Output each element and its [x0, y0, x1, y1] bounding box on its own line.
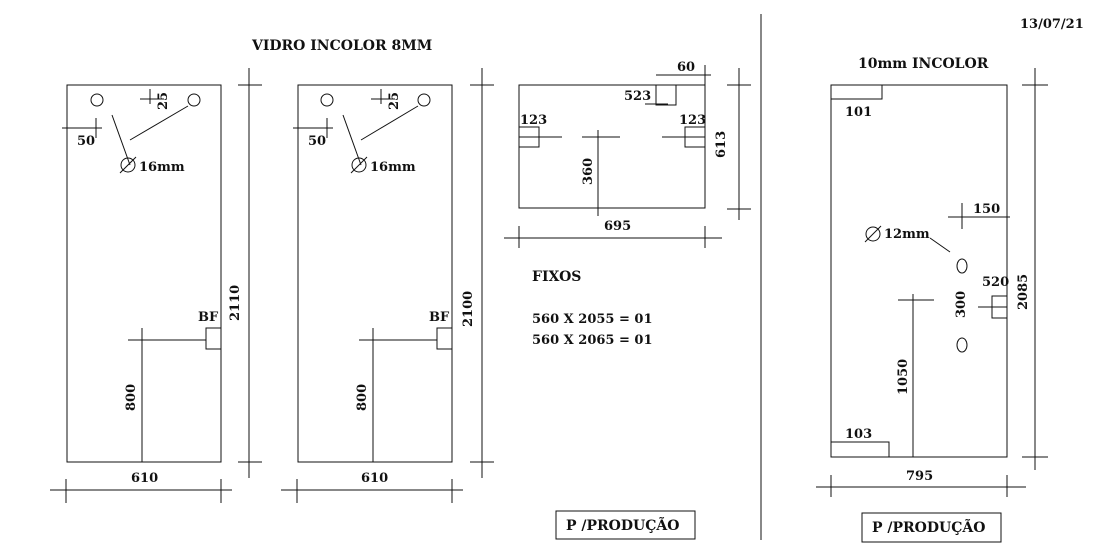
- panel-a-diameter-symbol: [119, 156, 137, 174]
- panel-a-lock-height: 800: [124, 384, 139, 411]
- panel-a-hole-dim: 25: [156, 92, 171, 110]
- panel-c-right-notch-label: 123: [679, 113, 706, 128]
- panel-d-spacing-dim: 300: [954, 291, 969, 318]
- panel-b-leader: [342, 114, 362, 166]
- panel-c-width-dim: 695: [604, 219, 631, 234]
- panel-d-width-dim: 795: [906, 469, 933, 484]
- panel-a-width-dim: 610: [131, 471, 158, 486]
- panel-d-top-notch-label: 101: [845, 105, 872, 120]
- panel-d-height-dim: 2085: [1016, 274, 1031, 310]
- left-title: VIDRO INCOLOR 8MM: [251, 38, 432, 54]
- panel-c-top-notch-label: 523: [624, 89, 651, 104]
- panel-b-lock-notch: [436, 327, 453, 350]
- panel-d-side-dim: 150: [973, 202, 1000, 217]
- panel-d: 101 150 12mm 300 520 1050 103 2085 795: [816, 68, 1048, 497]
- fixos-item: 560 X 2055 = 01: [532, 312, 653, 327]
- panel-b-hole-left: [320, 93, 334, 107]
- panel-b-width-dim: 610: [361, 471, 388, 486]
- fixos-item: 560 X 2065 = 01: [532, 333, 653, 348]
- panel-b: 25 50 16mm BF 800 2100 610: [281, 68, 494, 503]
- footer-right-label: P /PRODUÇÃO: [872, 517, 985, 536]
- date-label: 13/07/21: [1020, 17, 1084, 32]
- panel-b-diameter-symbol: [350, 156, 368, 174]
- panel-d-top-notch: [830, 84, 883, 100]
- panel-a-height-dim: 2110: [228, 285, 243, 321]
- panel-b-height-dim: 2100: [461, 291, 476, 327]
- panel-a-leader: [129, 105, 189, 141]
- panel-a-lock-label: BF: [198, 310, 219, 325]
- panel-a-hole-dia: 16mm: [139, 160, 185, 175]
- panel-c: 60 523 123 123 360 613 695: [504, 60, 751, 248]
- panel-d-hole-dia: 12mm: [884, 227, 930, 242]
- panel-d-diameter-symbol: [865, 226, 881, 242]
- panel-a-leader: [111, 114, 131, 166]
- panel-c-top-notch: [655, 84, 677, 106]
- footer-right-box: [861, 512, 1002, 543]
- panel-d-bottom-notch: [830, 441, 890, 458]
- panel-d-leader: [929, 237, 951, 253]
- fixos-title: FIXOS: [532, 269, 581, 285]
- right-title: 10mm INCOLOR: [858, 56, 989, 72]
- panel-a-outline: [66, 84, 222, 463]
- panel-b-offset-dim: 50: [308, 134, 326, 149]
- panel-d-outline: [830, 84, 1008, 458]
- panel-c-left-notch-label: 123: [520, 113, 547, 128]
- panel-c-outline: [518, 84, 706, 209]
- panel-d-diameter-symbol: [864, 225, 882, 243]
- fixos-block: FIXOS 560 X 2055 = 01 560 X 2065 = 01: [532, 269, 653, 348]
- footer-left-box: [555, 510, 696, 540]
- panel-d-bottom-notch-label: 103: [845, 427, 872, 442]
- panel-a-diameter-symbol: [120, 157, 136, 173]
- panel-c-height-dim: 613: [714, 131, 729, 158]
- panel-d-hole-top: [956, 258, 968, 274]
- panel-a: 25 50 16mm BF 800 2110 610: [50, 68, 262, 503]
- footer-left-label: P /PRODUÇÃO: [566, 515, 679, 534]
- panel-b-hole-right: [417, 93, 431, 107]
- panel-b-diameter-symbol: [351, 157, 367, 173]
- panel-b-outline: [297, 84, 453, 463]
- panel-d-hole-height: 1050: [896, 359, 911, 395]
- panel-d-hole-bottom: [956, 337, 968, 353]
- panel-a-offset-dim: 50: [77, 134, 95, 149]
- panel-a-hole-right: [187, 93, 201, 107]
- panel-c-inner-dim: 360: [581, 158, 596, 185]
- panel-b-lock-height: 800: [355, 384, 370, 411]
- panel-b-lock-label: BF: [429, 310, 450, 325]
- panel-b-hole-dia: 16mm: [370, 160, 416, 175]
- panel-a-lock-notch: [205, 327, 222, 350]
- panel-a-hole-left: [90, 93, 104, 107]
- panel-b-leader: [360, 105, 419, 141]
- panel-d-notch-label: 520: [982, 275, 1009, 290]
- panel-c-top-dim: 60: [677, 60, 695, 75]
- panel-b-hole-dim: 25: [387, 92, 402, 110]
